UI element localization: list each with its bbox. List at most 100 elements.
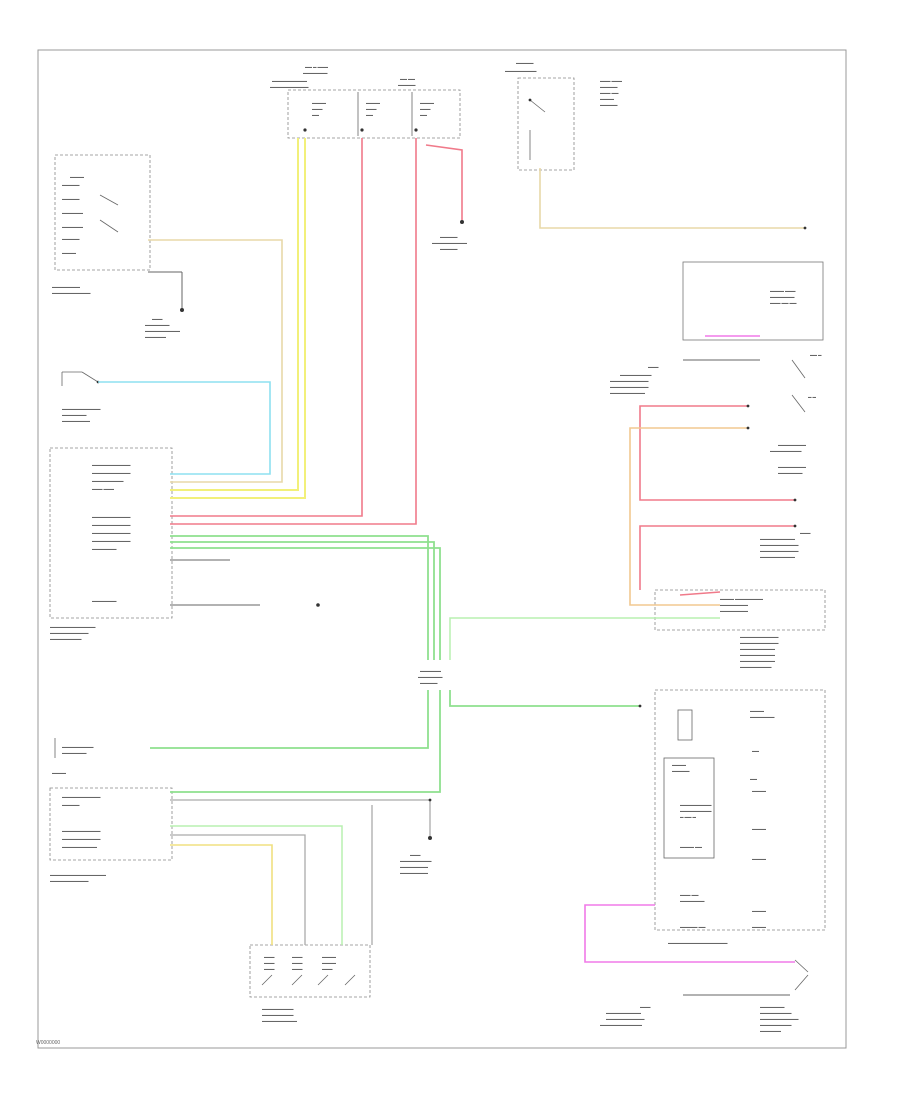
svg-text:▬▬▬▬▬: ▬▬▬▬▬ bbox=[420, 681, 438, 685]
svg-text:▬▬▬▬▬▬▬▬▬▬▬: ▬▬▬▬▬▬▬▬▬▬▬ bbox=[62, 829, 101, 833]
svg-text:▬▬▬▬▬▬▬: ▬▬▬▬▬▬▬ bbox=[418, 675, 443, 679]
svg-text:▬▬▬▬▬▬▬: ▬▬▬▬▬▬▬ bbox=[760, 1005, 785, 1009]
svg-text:▬▬▬▬: ▬▬▬▬ bbox=[62, 251, 77, 255]
top-right-relay: ▬▬▬▬▬ ▬▬▬▬▬▬▬▬▬ ▬▬▬ ▬▬▬ ▬▬▬▬▬ ▬▬▬ ▬▬ ▬▬▬… bbox=[505, 61, 622, 171]
wire-yellow-2 bbox=[170, 138, 299, 491]
svg-text:▬▬▬▬▬▬▬▬▬▬▬: ▬▬▬▬▬▬▬▬▬▬▬ bbox=[606, 1017, 645, 1021]
svg-text:▬▬▬▬▬: ▬▬▬▬▬ bbox=[440, 247, 458, 251]
svg-text:▬▬▬▬▬▬▬▬▬: ▬▬▬▬▬▬▬▬▬ bbox=[740, 665, 772, 669]
svg-text:▬▬▬▬▬▬▬▬▬▬▬: ▬▬▬▬▬▬▬▬▬▬▬ bbox=[270, 85, 309, 89]
svg-text:▬▬▬ ▬▬: ▬▬▬ ▬▬ bbox=[600, 91, 619, 95]
svg-text:▬▬▬▬▬▬▬▬▬: ▬▬▬▬▬▬▬▬▬ bbox=[400, 859, 432, 863]
svg-text:▬▬▬▬▬▬▬▬▬▬▬: ▬▬▬▬▬▬▬▬▬▬▬ bbox=[92, 463, 131, 467]
svg-text:▬▬▬▬▬: ▬▬▬▬▬ bbox=[600, 85, 618, 89]
splice-pack: ▬▬▬▬▬▬ ▬▬▬▬▬▬▬ ▬▬▬▬▬ bbox=[418, 669, 443, 685]
svg-text:▬▬▬▬▬▬▬▬▬▬: ▬▬▬▬▬▬▬▬▬▬ bbox=[760, 537, 796, 541]
svg-text:▬▬▬: ▬▬▬ bbox=[264, 955, 275, 959]
svg-text:▬▬▬▬▬: ▬▬▬▬▬ bbox=[516, 61, 534, 65]
svg-text:▬▬: ▬▬ bbox=[420, 113, 428, 117]
svg-text:▬▬▬▬▬▬▬▬▬▬▬: ▬▬▬▬▬▬▬▬▬▬▬ bbox=[92, 471, 131, 475]
svg-text:▬▬▬▬▬▬▬: ▬▬▬▬▬▬▬ bbox=[303, 71, 328, 75]
svg-text:▬▬ ▬▬: ▬▬ ▬▬ bbox=[400, 77, 415, 81]
svg-text:▬▬▬▬▬▬: ▬▬▬▬▬▬ bbox=[62, 211, 84, 215]
svg-text:▬▬▬▬▬▬▬: ▬▬▬▬▬▬▬ bbox=[750, 715, 775, 719]
wire-yellow-lower bbox=[170, 844, 273, 945]
wire-green-6 bbox=[150, 690, 429, 749]
svg-text:▬▬▬▬▬▬▬: ▬▬▬▬▬▬▬ bbox=[62, 751, 87, 755]
svg-text:▬▬▬▬▬▬▬▬▬▬▬: ▬▬▬▬▬▬▬▬▬▬▬ bbox=[92, 539, 131, 543]
svg-text:▬▬▬▬▬▬▬▬▬▬: ▬▬▬▬▬▬▬▬▬▬ bbox=[740, 659, 776, 663]
svg-text:▬▬▬▬▬▬▬: ▬▬▬▬▬▬▬ bbox=[92, 599, 117, 603]
svg-text:▬▬▬▬▬▬▬▬▬: ▬▬▬▬▬▬▬▬▬ bbox=[62, 745, 94, 749]
wire-red-2 bbox=[170, 138, 417, 525]
svg-text:▬▬▬▬▬: ▬▬▬▬▬ bbox=[440, 235, 458, 239]
svg-text:▬▬▬: ▬▬▬ bbox=[366, 107, 377, 111]
svg-text:▬▬▬▬▬▬▬▬▬▬▬: ▬▬▬▬▬▬▬▬▬▬▬ bbox=[62, 407, 101, 411]
svg-text:▬▬▬▬▬▬▬▬▬: ▬▬▬▬▬▬▬▬▬ bbox=[262, 1013, 294, 1017]
svg-text:▬▬▬▬▬▬▬▬▬: ▬▬▬▬▬▬▬▬▬ bbox=[505, 69, 537, 73]
svg-text:▬▬▬▬▬▬▬▬▬▬▬▬▬▬▬▬: ▬▬▬▬▬▬▬▬▬▬▬▬▬▬▬▬ bbox=[50, 873, 107, 877]
left-bottom-connector: ▬▬▬▬▬▬▬▬▬▬▬ ▬▬▬▬▬ ▬▬▬▬▬▬▬▬▬▬▬ ▬▬▬▬▬▬▬▬▬▬… bbox=[49, 787, 173, 883]
svg-text:▬▬▬: ▬▬▬ bbox=[312, 107, 323, 111]
svg-text:▬▬▬▬ ▬▬▬: ▬▬▬▬ ▬▬▬ bbox=[770, 289, 796, 293]
wire-tan-right bbox=[539, 168, 805, 229]
svg-text:▬▬▬▬▬▬▬▬▬: ▬▬▬▬▬▬▬▬▬ bbox=[680, 809, 712, 813]
wire-gray-1 bbox=[170, 799, 431, 836]
wire-green-7 bbox=[170, 690, 441, 793]
bottom-center-ground: ▬▬▬ ▬▬▬▬▬▬▬▬▬ ▬▬▬▬▬▬▬▬ ▬▬▬▬▬▬▬▬ bbox=[400, 836, 432, 875]
svg-text:▬▬▬▬: ▬▬▬▬ bbox=[750, 709, 765, 713]
svg-text:▬▬▬▬▬▬▬▬▬▬: ▬▬▬▬▬▬▬▬▬▬ bbox=[272, 79, 308, 83]
instrument-panel-cluster: ▬▬▬▬ ▬▬▬▬▬▬▬ ▬▬ ▬▬▬▬ ▬▬▬▬▬ ▬▬ ▬▬▬▬ ▬▬▬▬▬… bbox=[654, 689, 826, 945]
svg-text:▬▬▬▬▬▬▬▬▬▬: ▬▬▬▬▬▬▬▬▬▬ bbox=[760, 555, 796, 559]
svg-text:▬▬▬: ▬▬▬ bbox=[292, 961, 303, 965]
svg-text:▬▬▬▬▬▬▬: ▬▬▬▬▬▬▬ bbox=[92, 547, 117, 551]
svg-text:▬▬▬: ▬▬▬ bbox=[292, 955, 303, 959]
svg-text:▬ ▬▬ ▬: ▬ ▬▬ ▬ bbox=[680, 815, 696, 819]
svg-text:▬▬▬▬▬: ▬▬▬▬▬ bbox=[398, 83, 416, 87]
svg-text:▬▬▬▬ ▬▬▬▬▬▬▬▬: ▬▬▬▬ ▬▬▬▬▬▬▬▬ bbox=[720, 597, 763, 601]
svg-text:▬▬▬▬▬▬▬▬▬: ▬▬▬▬▬▬▬▬▬ bbox=[262, 1007, 294, 1011]
svg-text:▬▬▬▬▬▬▬▬▬▬▬▬: ▬▬▬▬▬▬▬▬▬▬▬▬ bbox=[600, 1023, 643, 1027]
svg-text:▬▬▬▬▬▬▬▬▬▬▬: ▬▬▬▬▬▬▬▬▬▬▬ bbox=[62, 795, 101, 799]
svg-text:▬▬▬▬▬▬▬▬▬▬: ▬▬▬▬▬▬▬▬▬▬ bbox=[740, 653, 776, 657]
svg-text:▬▬▬▬▬▬▬▬▬▬▬: ▬▬▬▬▬▬▬▬▬▬▬ bbox=[52, 291, 91, 295]
svg-text:▬▬▬▬▬: ▬▬▬▬▬ bbox=[62, 183, 80, 187]
svg-text:▬▬▬▬▬▬: ▬▬▬▬▬▬ bbox=[145, 335, 167, 339]
wire-green-3 bbox=[170, 547, 441, 660]
svg-text:▬▬▬▬▬▬▬▬▬: ▬▬▬▬▬▬▬▬▬ bbox=[760, 1011, 792, 1015]
svg-text:▬▬: ▬▬ bbox=[312, 113, 320, 117]
wire-blue bbox=[98, 381, 271, 475]
svg-text:▬▬: ▬▬ bbox=[366, 113, 374, 117]
svg-text:▬▬▬▬▬: ▬▬▬▬▬ bbox=[62, 197, 80, 201]
wire-tan bbox=[148, 239, 283, 483]
park-brake-switch: ▬▬▬▬▬▬▬▬▬▬▬ ▬▬▬▬▬▬▬ ▬▬▬▬▬▬▬▬ bbox=[61, 371, 101, 423]
svg-text:▬▬▬▬: ▬▬▬▬ bbox=[752, 789, 767, 793]
svg-text:▬▬▬▬▬: ▬▬▬▬▬ bbox=[62, 803, 80, 807]
svg-text:▬▬▬▬: ▬▬▬▬ bbox=[322, 961, 337, 965]
svg-text:▬▬▬▬▬▬▬▬: ▬▬▬▬▬▬▬▬ bbox=[400, 865, 429, 869]
right-upper-module: ▬▬▬▬ ▬▬▬ ▬▬▬▬▬▬▬ ▬▬▬ ▬▬ ▬▬ ▬▬ ▬ bbox=[682, 261, 824, 357]
wire-yellow bbox=[170, 138, 306, 499]
svg-text:▬▬▬▬▬▬▬▬: ▬▬▬▬▬▬▬▬ bbox=[720, 603, 749, 607]
svg-text:▬▬▬▬▬▬▬▬▬▬▬: ▬▬▬▬▬▬▬▬▬▬▬ bbox=[62, 837, 101, 841]
svg-text:▬▬▬▬▬▬▬▬: ▬▬▬▬▬▬▬▬ bbox=[720, 609, 749, 613]
svg-text:▬▬▬▬▬▬▬▬▬▬▬: ▬▬▬▬▬▬▬▬▬▬▬ bbox=[760, 543, 799, 547]
svg-text:▬▬▬▬: ▬▬▬▬ bbox=[312, 101, 327, 105]
svg-text:▬▬▬▬▬▬▬: ▬▬▬▬▬▬▬ bbox=[778, 471, 803, 475]
svg-text:▬▬▬▬▬▬▬: ▬▬▬▬▬▬▬ bbox=[770, 295, 795, 299]
svg-text:▬▬▬▬▬▬▬▬▬▬▬: ▬▬▬▬▬▬▬▬▬▬▬ bbox=[740, 635, 779, 639]
svg-text:▬▬▬▬▬▬▬▬▬: ▬▬▬▬▬▬▬▬▬ bbox=[620, 373, 652, 377]
svg-text:▬▬▬▬: ▬▬▬▬ bbox=[752, 909, 767, 913]
svg-text:▬▬▬▬▬▬▬▬▬▬▬: ▬▬▬▬▬▬▬▬▬▬▬ bbox=[92, 523, 131, 527]
wire-green-2 bbox=[170, 541, 435, 660]
left-top-switch: ▬▬▬▬▬▬▬▬▬ ▬▬▬▬▬▬▬▬▬▬▬ ▬▬▬▬▬▬▬▬▬▬▬ ▬▬▬▬ ▬… bbox=[52, 154, 151, 295]
svg-text:▬▬▬▬▬▬▬▬▬▬▬: ▬▬▬▬▬▬▬▬▬▬▬ bbox=[740, 641, 779, 645]
svg-text:▬▬▬▬▬▬▬▬: ▬▬▬▬▬▬▬▬ bbox=[778, 465, 807, 469]
connector-dots bbox=[428, 226, 807, 802]
svg-text:▬▬▬: ▬▬▬ bbox=[322, 967, 333, 971]
svg-text:▬▬▬▬▬▬▬▬▬▬: ▬▬▬▬▬▬▬▬▬▬ bbox=[610, 391, 646, 395]
wire-green-1 bbox=[170, 535, 429, 660]
svg-text:▬▬▬▬: ▬▬▬▬ bbox=[752, 925, 767, 929]
svg-text:▬▬▬▬: ▬▬▬▬ bbox=[366, 101, 381, 105]
